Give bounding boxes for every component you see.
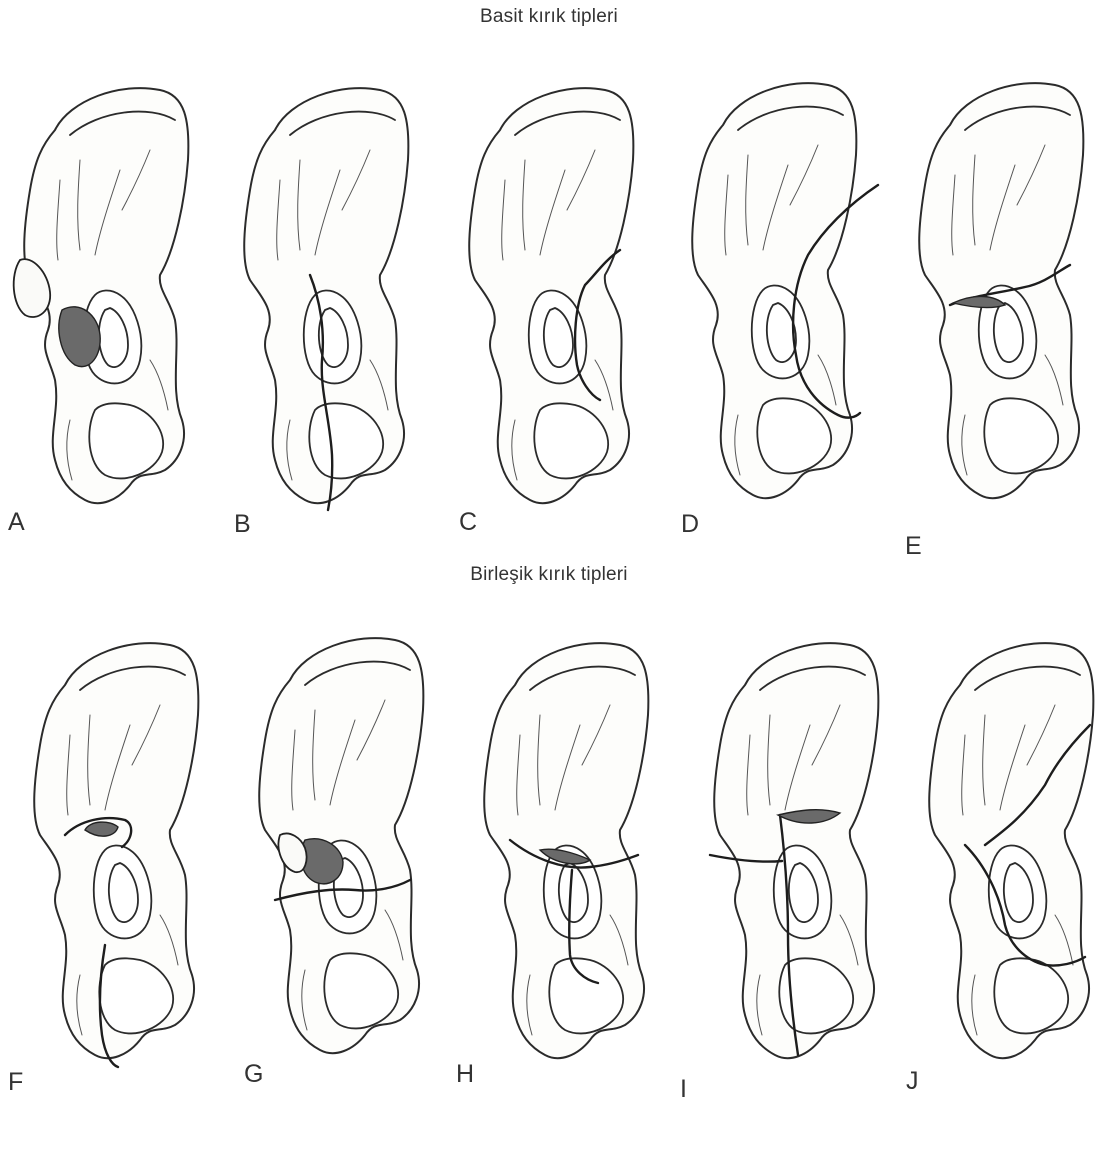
panel-label-d: D bbox=[681, 510, 699, 539]
fracture-panel-f bbox=[10, 615, 220, 1155]
fracture-panel-b bbox=[220, 60, 430, 600]
pelvis-drawing-h bbox=[460, 615, 670, 1085]
pelvis-drawing-e bbox=[895, 55, 1098, 525]
panel-label-i: I bbox=[680, 1075, 687, 1104]
panel-label-j: J bbox=[906, 1067, 919, 1096]
panel-label-c: C bbox=[459, 508, 477, 537]
pelvis-drawing-f bbox=[10, 615, 220, 1085]
fracture-panel-d bbox=[668, 55, 878, 595]
simple-fracture-types-title: Basit kırık tipleri bbox=[0, 6, 1098, 28]
panel-label-h: H bbox=[456, 1060, 474, 1089]
pelvis-drawing-b bbox=[220, 60, 430, 530]
fracture-panel-i bbox=[690, 615, 900, 1155]
panel-label-g: G bbox=[244, 1060, 263, 1089]
pelvis-drawing-d bbox=[668, 55, 878, 525]
pelvis-drawing-i bbox=[690, 615, 900, 1085]
pelvis-drawing-j bbox=[905, 615, 1098, 1085]
fracture-panel-e bbox=[895, 55, 1098, 595]
panel-label-e: E bbox=[905, 532, 922, 561]
fracture-panel-a bbox=[0, 60, 210, 600]
fracture-panel-g bbox=[235, 610, 445, 1150]
fracture-panel-j bbox=[905, 615, 1098, 1155]
panel-label-b: B bbox=[234, 510, 251, 539]
pelvis-drawing-c bbox=[445, 60, 655, 530]
panel-label-f: F bbox=[8, 1068, 23, 1097]
fracture-panel-h bbox=[460, 615, 670, 1155]
pelvis-drawing-a bbox=[0, 60, 210, 530]
pelvis-drawing-g bbox=[235, 610, 445, 1080]
panel-label-a: A bbox=[8, 508, 25, 537]
